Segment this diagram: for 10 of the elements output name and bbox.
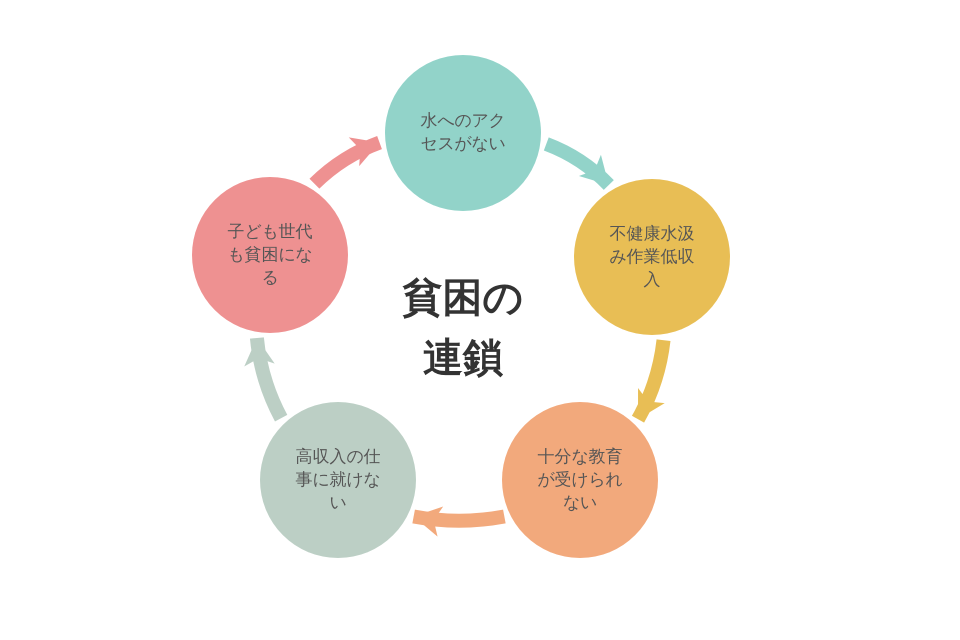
node-text: 水へのアクセスがない [420, 110, 506, 156]
node-text: 高収入の仕事に就けない [294, 446, 382, 514]
arrow [632, 339, 670, 423]
center-title: 貧困の連鎖 [402, 274, 524, 383]
arrow [244, 337, 288, 422]
arrow [544, 137, 614, 190]
arrow [412, 506, 506, 536]
node-text: 子ども世代も貧困になる [226, 220, 314, 290]
node-text: 十分な教育が受けられない [536, 446, 624, 514]
node-text: 不健康水汲み作業低収入 [608, 222, 696, 292]
